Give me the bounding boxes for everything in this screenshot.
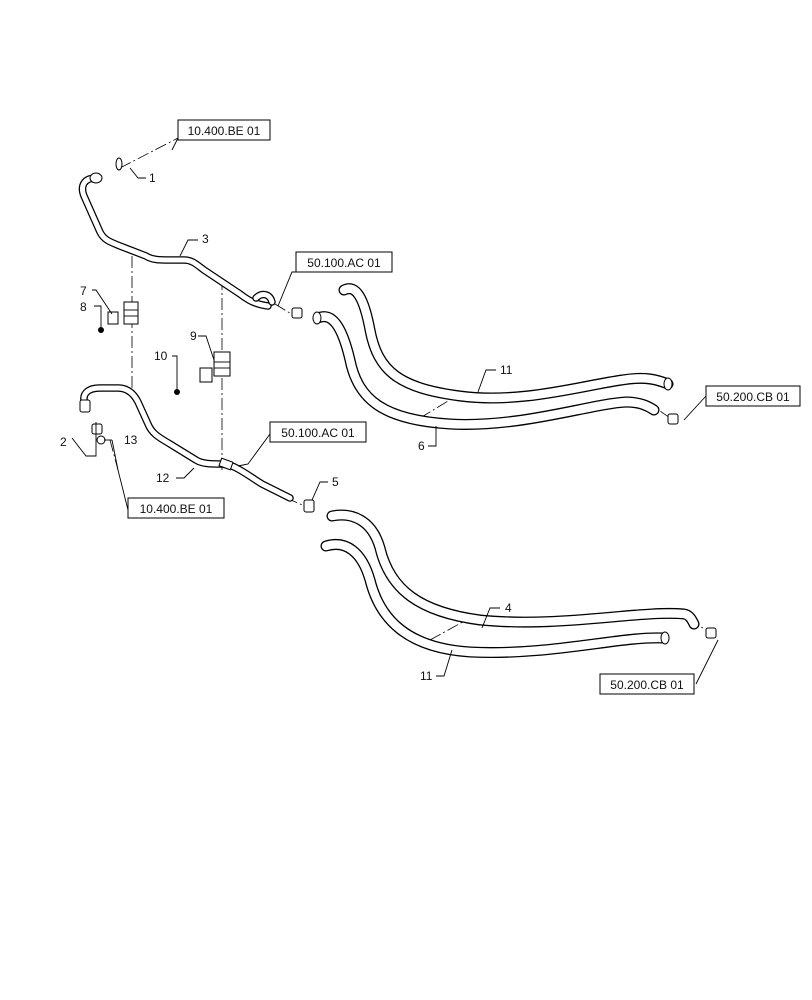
- reference-box-top-left: 10.400.BE 01: [177, 119, 271, 141]
- reference-label: 50.200.CB 01: [716, 390, 790, 404]
- bracket-part-7: [107, 311, 119, 325]
- callout-4: 4: [505, 601, 512, 615]
- callout-numbers: 1 3 7 8 9 10 11 6 2 13 12 5 4 11: [60, 171, 513, 683]
- tube-end-fitting: [79, 399, 91, 413]
- callout-9: 9: [190, 329, 197, 343]
- reference-box-upper-mid: 50.100.AC 01: [295, 251, 393, 273]
- upper-hoses-parts-11-6: [312, 283, 674, 430]
- reference-label: 50.100.AC 01: [307, 256, 381, 270]
- reference-label: 10.400.BE 01: [140, 502, 213, 516]
- fitting-part-2: [91, 423, 103, 435]
- small-parts: [91, 157, 717, 639]
- lower-tube-part-12: [79, 384, 294, 502]
- callout-13: 13: [124, 433, 138, 447]
- callout-7: 7: [80, 284, 87, 298]
- reference-box-bottom-left: 10.400.BE 01: [127, 497, 225, 519]
- tube-connector: [218, 457, 234, 471]
- tube-end-fitting: [89, 172, 103, 184]
- callout-leaders: [71, 137, 719, 685]
- hose-clamp-upper: [291, 307, 303, 319]
- callout-6: 6: [418, 439, 425, 453]
- reference-label: 50.100.AC 01: [281, 426, 355, 440]
- bracket-part-9: [213, 351, 231, 377]
- callout-11-lower: 11: [420, 669, 433, 683]
- reference-box-right-upper: 50.200.CB 01: [705, 385, 801, 407]
- hose-clamp-right-upper: [667, 413, 679, 425]
- o-ring-part-1: [115, 157, 123, 171]
- callout-8: 8: [80, 300, 87, 314]
- reference-box-lower-mid: 50.100.AC 01: [269, 421, 367, 443]
- callout-2: 2: [60, 435, 67, 449]
- clamp-part-5: [303, 499, 315, 513]
- callout-12: 12: [156, 471, 170, 485]
- reference-box-right-lower: 50.200.CB 01: [599, 673, 695, 695]
- hose-clamp-right-lower: [705, 627, 717, 639]
- callout-1: 1: [149, 171, 156, 185]
- reference-label: 50.200.CB 01: [610, 678, 684, 692]
- callout-10: 10: [154, 349, 168, 363]
- lower-hoses-parts-4-11: [320, 509, 700, 658]
- callout-11-upper: 11: [500, 363, 513, 377]
- upper-tube-part-3: [78, 172, 276, 310]
- clamp-block-lower: [199, 367, 213, 383]
- reference-label: 10.400.BE 01: [188, 124, 261, 138]
- callout-5: 5: [332, 475, 339, 489]
- clamp-block-upper: [123, 301, 139, 325]
- callout-3: 3: [202, 232, 209, 246]
- fitting-part-13: [96, 435, 106, 445]
